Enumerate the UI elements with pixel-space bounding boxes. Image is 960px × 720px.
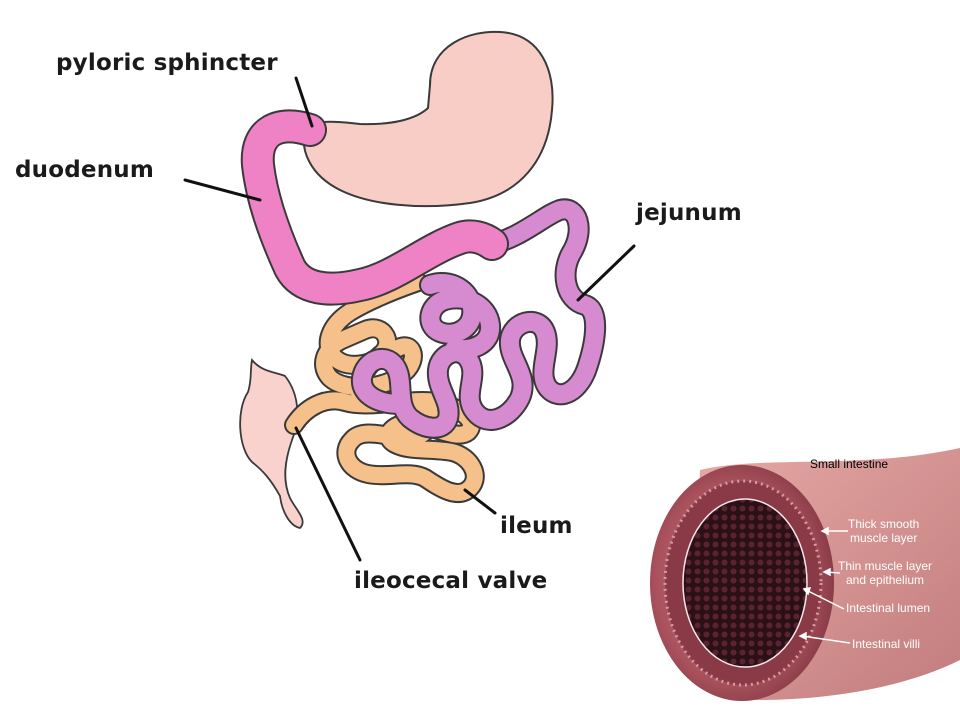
duodenum (240, 109, 509, 306)
label-jejunum: jejunum (636, 200, 742, 226)
inset-label-line: Thick smooth (848, 517, 920, 531)
small-intestine-inset (650, 448, 960, 701)
valve-pointer (294, 426, 362, 562)
inset-label-thick-muscle: Thick smooth muscle layer (848, 517, 919, 545)
ileum (284, 272, 485, 503)
pyloric-pointer (294, 76, 314, 128)
ileum-pointer (463, 488, 497, 515)
inset-label-line: and epithelium (845, 573, 925, 587)
inset-title: Small intestine (810, 457, 889, 471)
pointer-lines (183, 76, 636, 562)
cecum (239, 357, 304, 529)
label-duodenum: duodenum (15, 157, 155, 183)
jejunum-pointer (576, 244, 636, 302)
intestinal-lumen (683, 499, 807, 667)
inset-label-line: muscle layer (850, 531, 918, 545)
inset-arrows (798, 526, 851, 644)
duodenum-pointer (183, 178, 262, 202)
inset-label-lumen: Intestinal lumen (846, 601, 931, 615)
label-ileocecal-valve: ileocecal valve (354, 568, 548, 594)
epithelium-outline (682, 498, 808, 668)
inset-label-line: Thin muscle layer (838, 559, 933, 573)
inset-label-thin-muscle: Thin muscle layer and epithelium (838, 559, 932, 587)
stomach (302, 30, 554, 208)
label-ileum: ileum (500, 513, 573, 539)
label-pyloric-sphincter: pyloric sphincter (56, 50, 278, 76)
jejunum (351, 198, 607, 439)
inset-label-villi: Intestinal villi (852, 637, 921, 651)
